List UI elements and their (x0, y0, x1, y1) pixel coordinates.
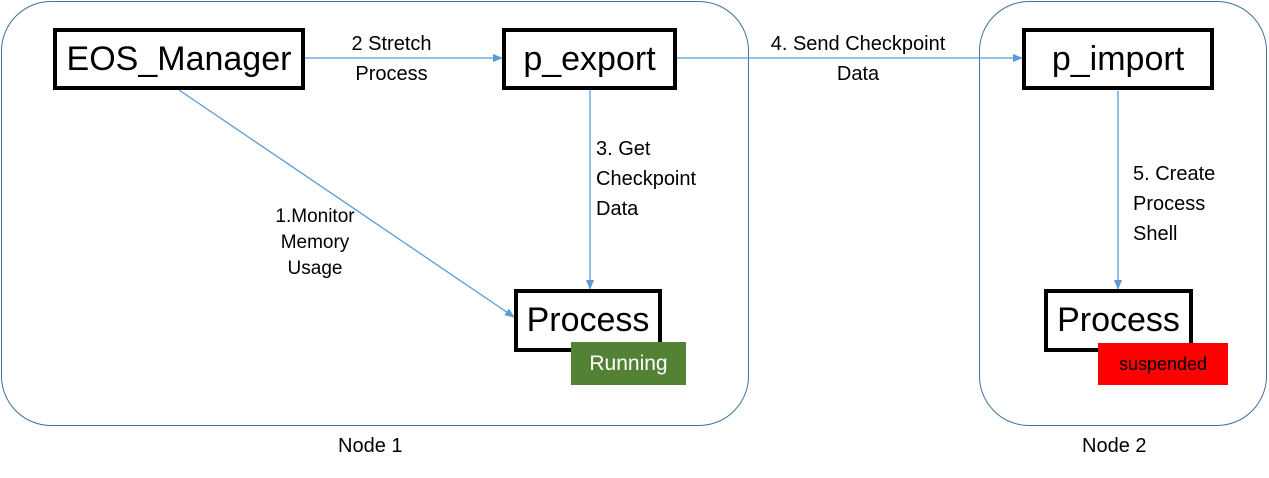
arrow-monitor (178, 89, 515, 318)
node-1-container (1, 1, 749, 426)
process-box-node2: Process (1044, 289, 1193, 352)
p-import-box: p_import (1022, 28, 1214, 90)
eos-manager-box: EOS_Manager (53, 28, 305, 90)
node-1-label: Node 1 (338, 435, 403, 457)
node-2-container (979, 1, 1267, 426)
process-box-node1: Process (514, 289, 662, 352)
p-export-box: p_export (502, 28, 677, 90)
running-badge: Running (571, 342, 686, 385)
node-2-label: Node 2 (1082, 435, 1147, 457)
suspended-badge: suspended (1098, 343, 1228, 385)
